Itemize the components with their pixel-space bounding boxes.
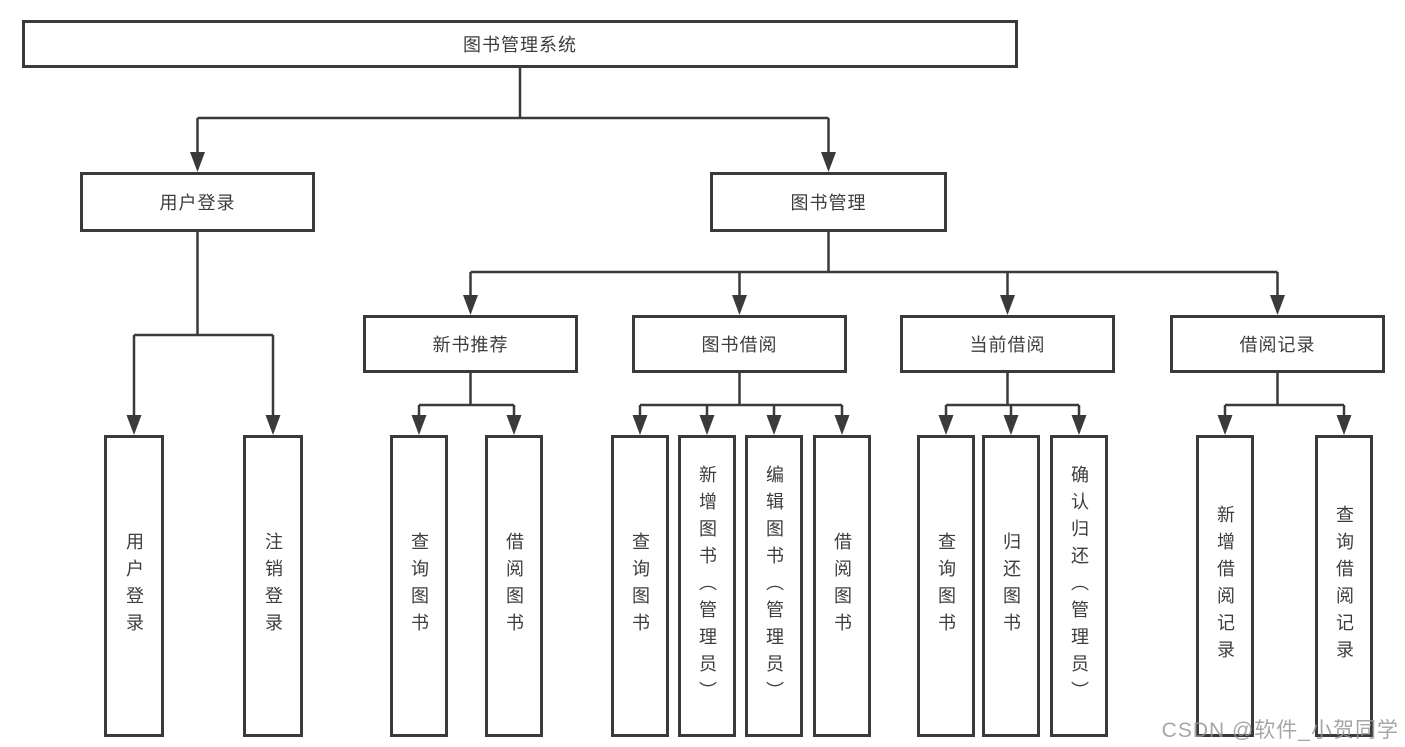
leaf-logout: 注销登录: [243, 435, 303, 737]
node-new-book-recommend-label: 新书推荐: [432, 335, 509, 355]
leaf-query-books-borrow-label: 查询图书: [630, 532, 650, 640]
leaf-add-borrow-record: 新增借阅记录: [1196, 435, 1254, 737]
node-current-borrowing-label: 当前借阅: [969, 335, 1046, 355]
leaf-confirm-return-admin: 确认归还（管理员）: [1050, 435, 1108, 737]
leaf-borrow-books-recommend: 借阅图书: [485, 435, 543, 737]
leaf-add-books-admin: 新增图书（管理员）: [678, 435, 736, 737]
leaf-return-books: 归还图书: [982, 435, 1040, 737]
leaf-edit-books-admin: 编辑图书（管理员）: [745, 435, 803, 737]
leaf-query-books-recommend-label: 查询图书: [409, 532, 429, 640]
leaf-query-books-recommend: 查询图书: [390, 435, 448, 737]
leaf-add-borrow-record-label: 新增借阅记录: [1215, 505, 1235, 667]
leaf-query-borrow-record: 查询借阅记录: [1315, 435, 1373, 737]
node-library-system-label: 图书管理系统: [463, 35, 577, 55]
node-book-borrowing: 图书借阅: [632, 315, 847, 373]
node-book-management-label: 图书管理: [790, 193, 867, 213]
leaf-add-books-admin-label: 新增图书（管理员）: [697, 464, 717, 708]
leaf-edit-books-admin-label: 编辑图书（管理员）: [764, 464, 784, 708]
node-borrowing-records: 借阅记录: [1170, 315, 1385, 373]
leaf-user-login: 用户登录: [104, 435, 164, 737]
leaf-confirm-return-admin-label: 确认归还（管理员）: [1069, 464, 1089, 708]
leaf-logout-label: 注销登录: [263, 532, 283, 640]
node-library-system: 图书管理系统: [22, 20, 1018, 68]
node-new-book-recommend: 新书推荐: [363, 315, 578, 373]
leaf-return-books-label: 归还图书: [1001, 532, 1021, 640]
leaf-query-borrow-record-label: 查询借阅记录: [1334, 505, 1354, 667]
node-current-borrowing: 当前借阅: [900, 315, 1115, 373]
node-user-login-label: 用户登录: [159, 193, 236, 213]
leaf-user-login-label: 用户登录: [124, 532, 144, 640]
arrowhead-icons: [126, 152, 1352, 435]
node-book-borrowing-label: 图书借阅: [701, 335, 778, 355]
leaf-query-books-current-label: 查询图书: [936, 532, 956, 640]
leaf-borrow-books-label: 借阅图书: [832, 532, 852, 640]
csdn-watermark: CSDN @软件_小贺同学: [1161, 719, 1399, 742]
node-book-management: 图书管理: [710, 172, 947, 232]
leaf-borrow-books-recommend-label: 借阅图书: [504, 532, 524, 640]
leaf-query-books-current: 查询图书: [917, 435, 975, 737]
node-user-login: 用户登录: [80, 172, 315, 232]
leaf-query-books-borrow: 查询图书: [611, 435, 669, 737]
leaf-borrow-books: 借阅图书: [813, 435, 871, 737]
node-borrowing-records-label: 借阅记录: [1239, 335, 1316, 355]
